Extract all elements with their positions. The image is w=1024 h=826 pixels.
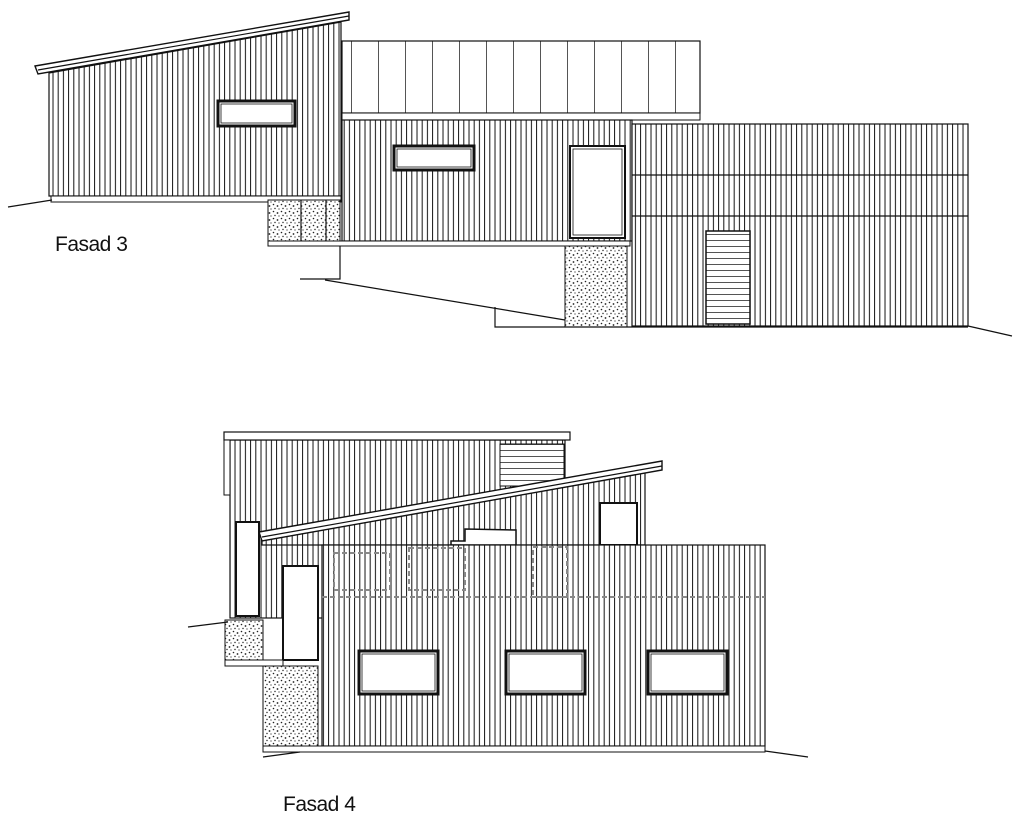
fasad-4-label: Fasad 4 [283, 793, 356, 816]
hidden-window [333, 552, 391, 591]
window [392, 144, 476, 172]
window [357, 649, 440, 696]
ground-lines [7, 199, 1013, 337]
shed-roof [258, 460, 663, 542]
stone-plinth [267, 199, 341, 242]
stone-plinth [564, 242, 628, 328]
fasad-4-elevation [187, 431, 809, 758]
vent-slatted [705, 230, 751, 325]
stone-plinth [224, 619, 264, 661]
tall-window [235, 521, 260, 617]
roof-cap [223, 431, 571, 441]
door [569, 145, 626, 239]
door [282, 565, 319, 661]
base-strip [262, 745, 766, 753]
window [646, 649, 729, 696]
window [216, 99, 297, 128]
fasad-3-elevation [7, 11, 1013, 337]
right-block-wall [631, 123, 969, 327]
fascia [341, 112, 701, 121]
hidden-window [408, 547, 466, 591]
base-strip [50, 195, 342, 203]
base-strip [267, 240, 631, 247]
ground-lines [187, 621, 809, 758]
front-block-wall [321, 544, 766, 747]
hidden-window [532, 546, 568, 598]
fasad-3-label: Fasad 3 [55, 233, 128, 256]
stone-plinth [262, 665, 319, 747]
left-block-wall [48, 21, 342, 197]
window [504, 649, 587, 696]
glass-band [341, 40, 701, 114]
window [599, 502, 638, 546]
